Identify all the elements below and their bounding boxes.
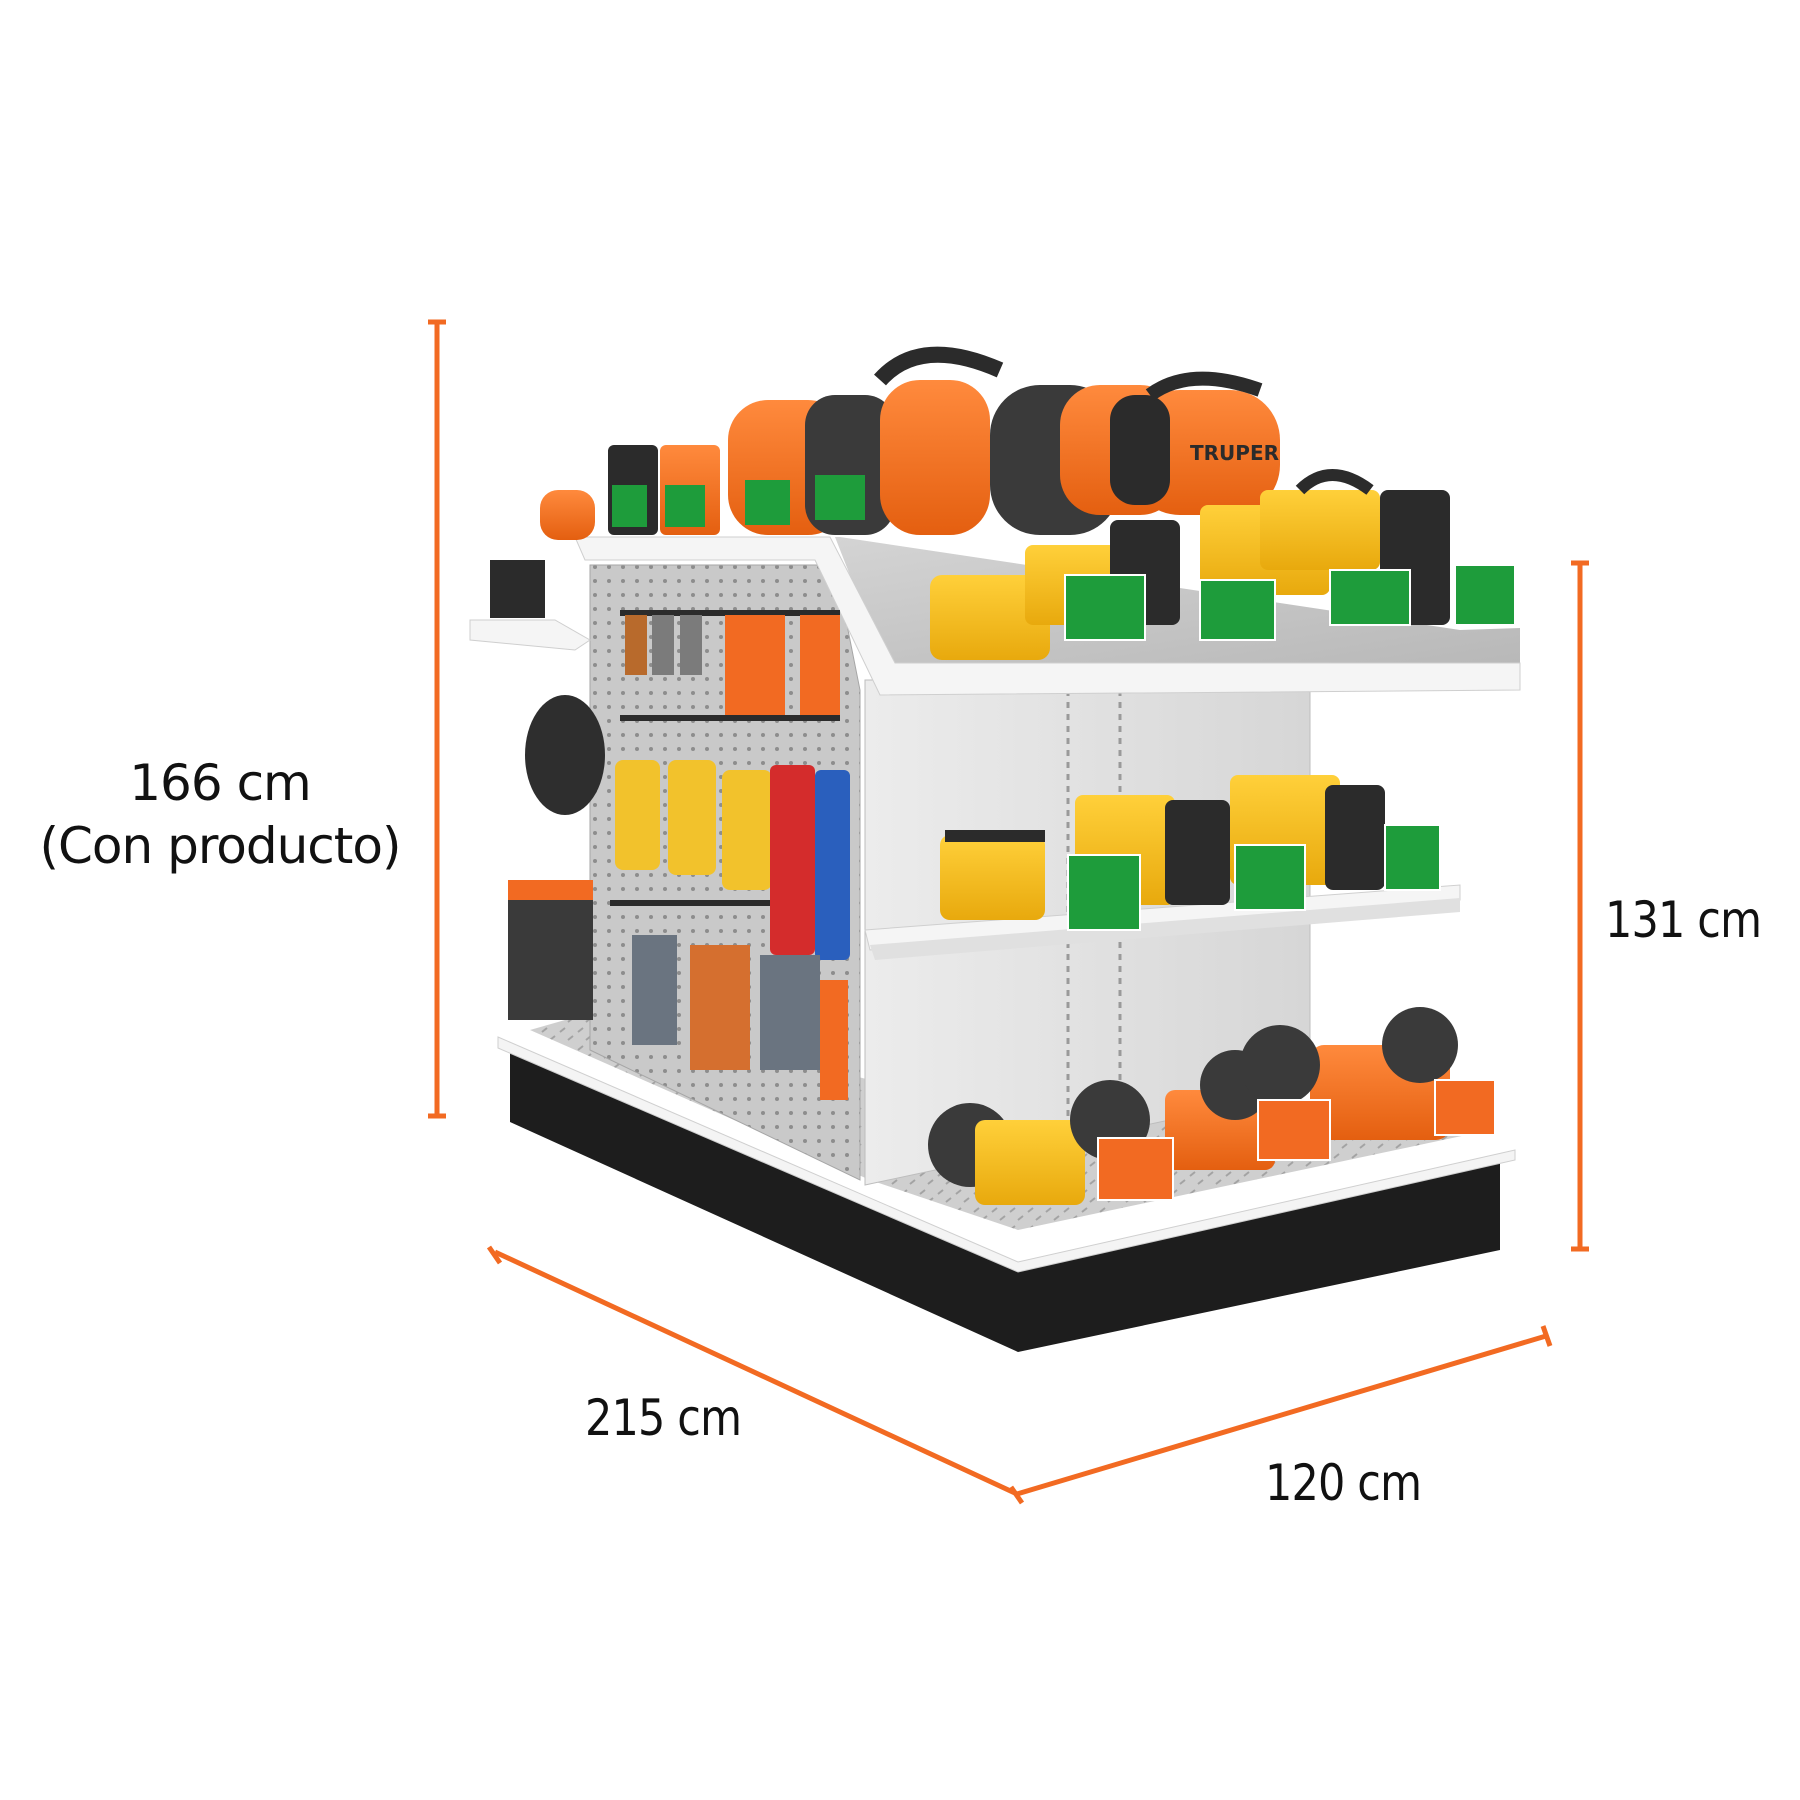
grinder-price-tags (1097, 1079, 1496, 1201)
top-shelf-green-tags (1064, 564, 1516, 641)
height-total-value: 166 cm (129, 754, 312, 812)
width-120-dimension-line (1016, 1325, 1553, 1497)
middle-shelf-inverters (940, 775, 1385, 920)
top-shelf-inverters (930, 469, 1450, 660)
height-166-dimension-line (428, 319, 446, 1119)
middle-shelf-green-tags (1067, 824, 1441, 931)
top-welders (540, 346, 1280, 540)
base-plinth (497, 1036, 1516, 1352)
height-total-note: (Con producto) (39, 816, 402, 875)
side-products (490, 560, 605, 1020)
top-price-tags (612, 475, 865, 527)
height-total-label: 166 cm (Con producto) (20, 752, 420, 877)
height-shelf-label: 131 cm (1605, 891, 1762, 949)
height-131-dimension-line (1571, 560, 1589, 1252)
length-215-dimension-line (486, 1245, 1025, 1505)
pegboard-accessories (610, 610, 850, 1100)
brand-text: TRUPER (1190, 441, 1279, 465)
width-label: 120 cm (1265, 1454, 1422, 1512)
length-label: 215 cm (585, 1389, 742, 1447)
